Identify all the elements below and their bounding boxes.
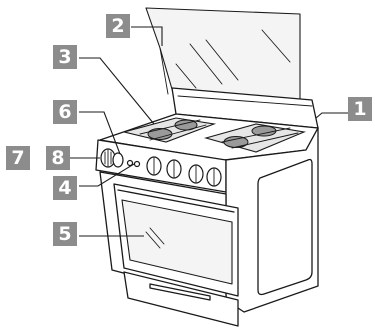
label-3: 3	[53, 45, 77, 69]
glass-lid	[146, 8, 300, 100]
label-5: 5	[53, 222, 77, 246]
label-1: 1	[348, 97, 372, 121]
label-4: 4	[53, 176, 77, 200]
label-8: 8	[46, 146, 70, 170]
label-2: 2	[106, 14, 130, 38]
label-7: 7	[6, 146, 30, 170]
label-6: 6	[53, 100, 77, 124]
